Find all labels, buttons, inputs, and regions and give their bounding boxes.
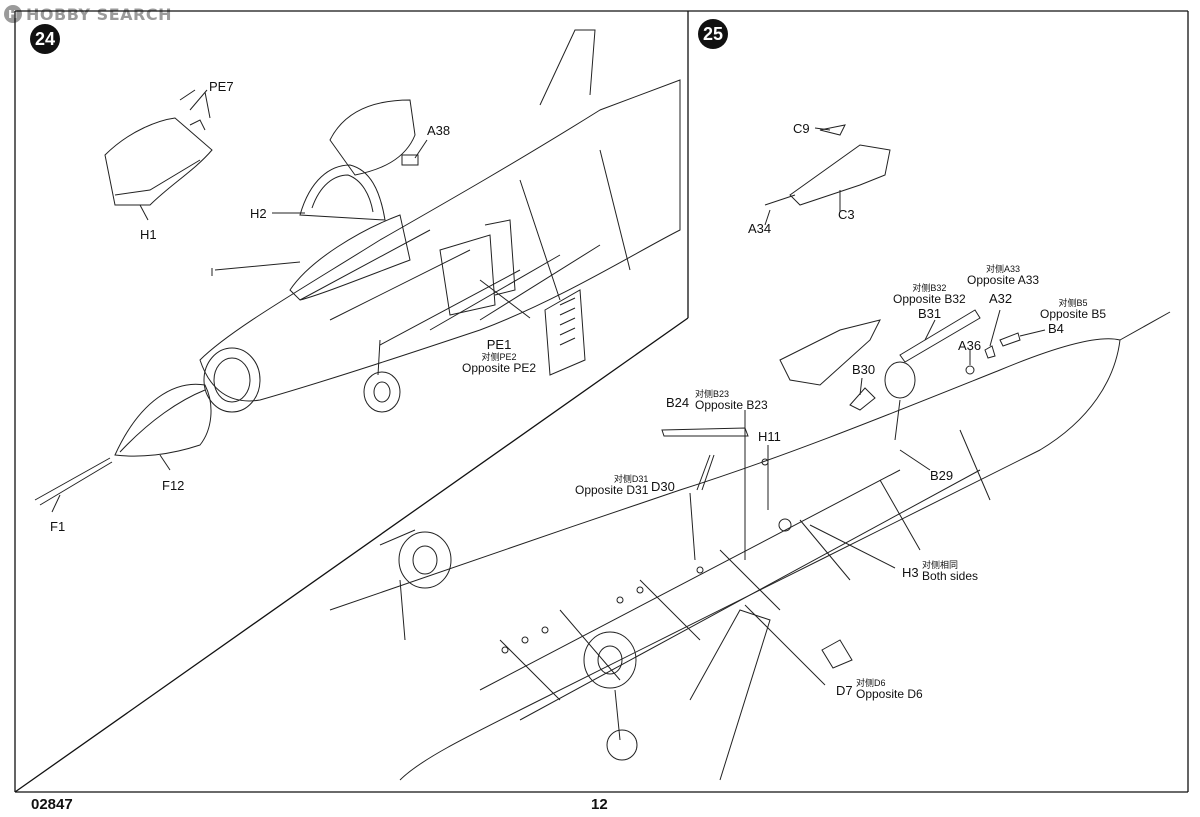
part-label-b4: B4 — [1048, 321, 1064, 336]
part-label-pe7: PE7 — [209, 79, 234, 94]
part-label-b32-cn: 对侧B32 — [912, 283, 947, 293]
part-label-h1: H1 — [140, 227, 157, 242]
product-code: 02847 — [31, 796, 73, 813]
part-label-d7: D7 — [836, 683, 853, 698]
part-label-a36: A36 — [958, 338, 982, 353]
part-label-b5-group: 对侧B5 Opposite B5 — [1040, 298, 1106, 321]
part-label-h3-cn: 对侧相同 — [922, 560, 959, 570]
part-label-f12: F12 — [162, 478, 185, 493]
step24-drawing — [34, 29, 681, 513]
part-label-h3-en: Both sides — [922, 569, 979, 583]
part-label-d30: D30 — [651, 479, 675, 494]
watermark-text: HOBBY SEARCH — [26, 4, 172, 24]
part-label-c9: C9 — [793, 121, 810, 136]
part-label-b23-en: Opposite B23 — [695, 398, 768, 412]
step-24-badge: 24 — [30, 24, 60, 54]
part-label-h11: H11 — [758, 429, 781, 444]
part-label-pe2-en: Opposite PE2 — [462, 361, 537, 375]
part-label-f1: F1 — [50, 519, 66, 534]
part-label-pe1-group: PE1 对侧PE2 Opposite PE2 — [462, 337, 536, 375]
part-label-pe2-cn: 对侧PE2 — [481, 352, 517, 362]
part-label-b32-en: Opposite B32 — [893, 292, 966, 306]
part-label-b32-group: 对侧B32 Opposite B32 — [893, 283, 966, 306]
part-label-b24: B24 — [666, 395, 690, 410]
part-label-d31-cn: 对侧D31 — [613, 474, 649, 484]
part-label-b29: B29 — [930, 468, 954, 483]
part-label-d31-group: 对侧D31 Opposite D31 — [575, 474, 648, 497]
part-label-h3-group: 对侧相同 Both sides — [922, 560, 978, 583]
part-label-d31-en: Opposite D31 — [575, 483, 649, 497]
watermark-logo: H — [4, 5, 22, 23]
part-label-pe1: PE1 — [486, 337, 512, 352]
part-label-a32: A32 — [989, 291, 1013, 306]
part-label-b30: B30 — [852, 362, 876, 377]
part-label-a33-en: Opposite A33 — [967, 273, 1040, 287]
part-label-b23-group: 对侧B23 Opposite B23 — [695, 389, 768, 412]
step-25-badge: 25 — [698, 19, 728, 49]
watermark: H HOBBY SEARCH — [4, 4, 172, 24]
part-label-d6-cn: 对侧D6 — [856, 678, 886, 688]
step25-drawing — [329, 124, 1171, 781]
part-label-d6-en: Opposite D6 — [856, 687, 923, 701]
part-label-a34: A34 — [748, 221, 772, 236]
part-label-a33-group: 对侧A33 Opposite A33 — [967, 264, 1039, 287]
part-label-b31: B31 — [918, 306, 942, 321]
part-label-a38: A38 — [427, 123, 451, 138]
part-label-c3: C3 — [838, 207, 855, 222]
page-number: 12 — [591, 796, 608, 813]
part-label-a33-cn: 对侧A33 — [986, 264, 1021, 274]
part-label-h2: H2 — [250, 206, 267, 221]
part-label-b5-cn: 对侧B5 — [1058, 298, 1088, 308]
part-label-b23-cn: 对侧B23 — [695, 389, 730, 399]
part-label-h3: H3 — [902, 565, 919, 580]
page-frame — [14, 10, 1189, 793]
part-label-d6-group: 对侧D6 Opposite D6 — [856, 678, 923, 701]
part-label-b5-en: Opposite B5 — [1040, 307, 1107, 321]
